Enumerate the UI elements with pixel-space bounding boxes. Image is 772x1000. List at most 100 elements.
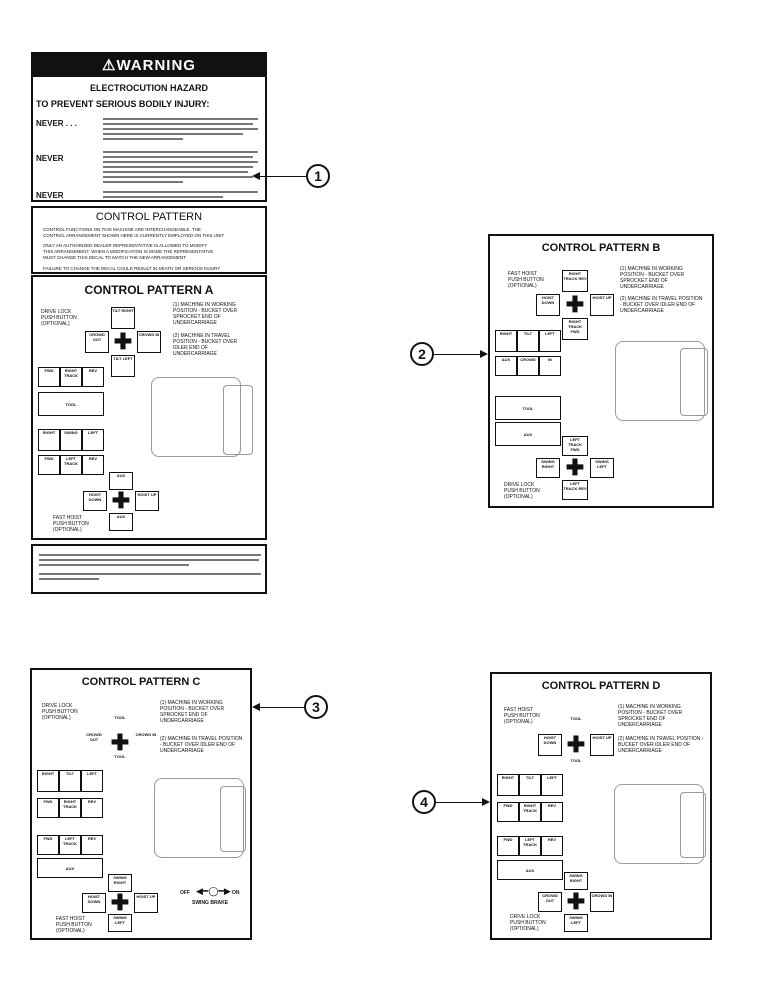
never-label-1: NEVER . . . [36, 119, 77, 128]
tilt-cell: TILT [59, 770, 81, 792]
tilt-cell: TILT [517, 330, 539, 352]
hoist-down-cell: HOIST DOWN [536, 294, 560, 316]
callout-4: 4 [412, 790, 436, 814]
swing-left-cell: SWING LEFT [590, 458, 614, 478]
swing-cell: SWING [60, 429, 82, 451]
tool-cell-2: TOOL [564, 758, 588, 776]
note-working: (1) MACHINE IN WORKING POSITION - BUCKET… [160, 700, 225, 724]
machine-outline [151, 377, 241, 457]
arrow-1 [252, 172, 260, 180]
fwd-cell-2: FWD [37, 835, 59, 855]
rev-cell-2: REV [81, 835, 103, 855]
callout-1: 1 [306, 164, 330, 188]
hoist-up-cell: HOIST UP [590, 294, 614, 316]
crowd-out-cell: CROWD OUT [538, 892, 562, 912]
hoist-up-cell: HOIST UP [135, 491, 159, 511]
note-working: (1) MACHINE IN WORKING POSITION - BUCKET… [618, 704, 683, 728]
in-cell: IN [539, 356, 561, 376]
joystick-cross-icon: ✚ [565, 455, 585, 480]
control-pattern-heading: CONTROL PATTERN [95, 211, 203, 223]
note-travel: (2) MACHINE IN TRAVEL POSITION - BUCKET … [618, 736, 704, 754]
notice-line: CONTROL FUNCTIONS ON THIS MACHINE ARE IN… [43, 227, 201, 232]
machine-track-outline [680, 792, 706, 858]
hoist-down-cell: HOIST DOWN [538, 734, 562, 756]
left-track-fwd-cell: LEFT TRACK FWD [562, 436, 588, 456]
prevent-injury-heading: TO PREVENT SERIOUS BODILY INJURY: [36, 99, 210, 109]
right-track-cell: RIGHT TRACK [60, 367, 82, 387]
machine-outline [615, 341, 705, 421]
pattern-d-title: CONTROL PATTERN D [541, 680, 661, 692]
leader-line-1 [258, 176, 306, 177]
swing-right-cell: SWING RIGHT [536, 458, 560, 478]
fast-hoist-label: FAST HOIST PUSH BUTTON (OPTIONAL) [56, 916, 92, 934]
pattern-c-title: CONTROL PATTERN C [81, 676, 201, 688]
rev-cell-2: REV [541, 836, 563, 856]
notice-line: FAILURE TO CHANGE THE DECAL COULD RESULT… [43, 266, 221, 271]
swing-brake-on: ON [232, 890, 240, 896]
swing-brake-label: SWING BRAKE [192, 900, 229, 906]
warning-title: ⚠WARNING [33, 54, 265, 77]
hoist-down-cell: HOIST DOWN [83, 491, 107, 511]
crowd-out-cell: CROWD OUT [82, 732, 106, 754]
right-track-cell: RIGHT TRACK [59, 798, 81, 818]
note-working: (1) MACHINE IN WORKING POSITION - BUCKET… [173, 302, 238, 326]
never-label-2: NEVER [36, 154, 64, 163]
leader-line-2 [434, 354, 480, 355]
bottom-notice-decal [31, 544, 267, 594]
fwd-cell-2: FWD [497, 836, 519, 856]
joystick-cross-icon: ✚ [110, 730, 130, 755]
control-pattern-notice: CONTROL PATTERN CONTROL FUNCTIONS ON THI… [31, 206, 267, 274]
aux-cell-2: AUX [495, 422, 561, 446]
right-cell: RIGHT [495, 330, 517, 352]
drive-lock-label: DRIVE LOCK PUSH BUTTON (OPTIONAL) [41, 309, 77, 327]
joystick-cross-icon: ✚ [565, 292, 585, 317]
drive-lock-label: DRIVE LOCK PUSH BUTTON (OPTIONAL) [42, 703, 78, 721]
fast-hoist-label: FAST HOIST PUSH BUTTON (OPTIONAL) [53, 515, 89, 533]
crowd-in-cell: CROWD IN [590, 892, 614, 912]
rev-cell: REV [541, 802, 563, 822]
control-pattern-c-decal: CONTROL PATTERN C DRIVE LOCK PUSH BUTTON… [30, 668, 252, 940]
left-track-cell: LEFT TRACK [60, 455, 82, 475]
rev-cell: REV [82, 367, 104, 387]
swing-right-cell: SWING RIGHT [108, 874, 132, 892]
tool-cell: TOOL [564, 716, 588, 734]
left-cell: LEFT [541, 774, 563, 796]
tilt-cell: TILT [519, 774, 541, 796]
control-pattern-d-decal: CONTROL PATTERN D FAST HOIST PUSH BUTTON… [490, 672, 712, 940]
fwd-cell: FWD [38, 367, 60, 387]
swing-brake-off: OFF [180, 890, 190, 896]
left-track-rev-cell: LEFT TRACK REV [562, 480, 588, 500]
notice-line: ONLY AN AUTHORIZED DEALER REPRESENTATIVE… [43, 243, 208, 248]
pattern-a-title: CONTROL PATTERN A [84, 283, 214, 297]
joystick-cross-icon: ✚ [110, 890, 130, 915]
note-travel: (2) MACHINE IN TRAVEL POSITION - BUCKET … [173, 333, 238, 357]
joystick-cross-icon: ✚ [113, 329, 133, 354]
control-pattern-a-decal: CONTROL PATTERN A DRIVE LOCK PUSH BUTTON… [31, 275, 267, 540]
machine-track-outline [223, 385, 253, 455]
fwd-cell: FWD [497, 802, 519, 822]
note-travel: (2) MACHINE IN TRAVEL POSITION - BUCKET … [160, 736, 243, 754]
drive-lock-label: DRIVE LOCK PUSH BUTTON (OPTIONAL) [504, 482, 540, 500]
hoist-down-cell: HOIST DOWN [82, 893, 106, 913]
right-cell: RIGHT [38, 429, 60, 451]
tool-cell-2: TOOL [108, 754, 132, 772]
left-track-cell: LEFT TRACK [59, 835, 81, 855]
crowd-in-cell: CROWD IN [137, 331, 161, 353]
notice-line: MUST CHANGE THIS DECAL TO MATCH THE NEW … [43, 255, 186, 260]
control-pattern-b-decal: CONTROL PATTERN B FAST HOIST PUSH BUTTON… [488, 234, 714, 508]
callout-3: 3 [304, 695, 328, 719]
electrocution-hazard-heading: ELECTROCUTION HAZARD [90, 83, 208, 93]
tilt-left-cell: TILT LEFT [111, 355, 135, 377]
left-cell: LEFT [81, 770, 103, 792]
left-cell: LEFT [539, 330, 561, 352]
never-label-3: NEVER [36, 191, 64, 200]
left-track-cell: LEFT TRACK [519, 836, 541, 856]
tool-cell: TOOL [38, 392, 104, 416]
fast-hoist-label: FAST HOIST PUSH BUTTON (OPTIONAL) [508, 271, 544, 289]
leader-line-3 [258, 707, 304, 708]
hoist-up-cell: HOIST UP [134, 893, 158, 913]
warning-decal: ⚠WARNING ELECTROCUTION HAZARD TO PREVENT… [31, 52, 267, 202]
crowd-in-cell: CROWD IN [134, 732, 158, 754]
right-track-cell: RIGHT TRACK [519, 802, 541, 822]
arrow-3 [252, 703, 260, 711]
